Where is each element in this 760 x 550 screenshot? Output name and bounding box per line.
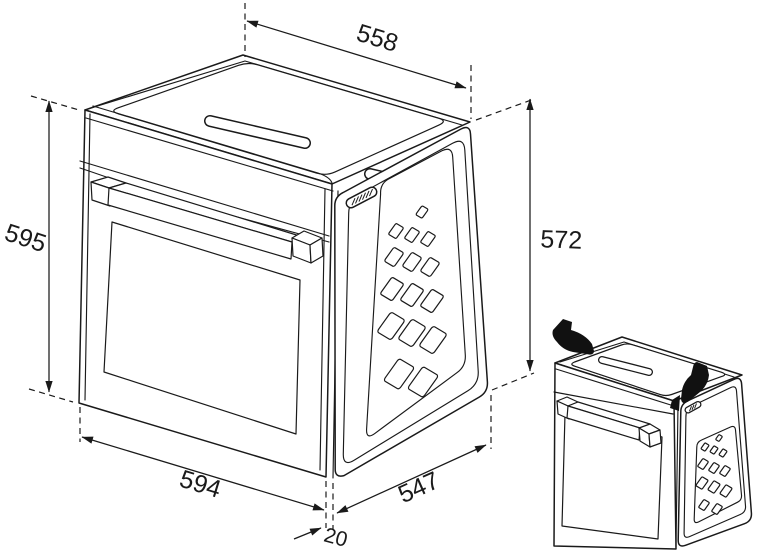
dim-depth-label: 547: [394, 466, 444, 509]
small-side-vent-grille-icon: [684, 401, 702, 414]
hand-grip-left-icon: [552, 319, 594, 355]
dim-front-width-label: 594: [176, 465, 224, 504]
control-panel-seam: [79, 160, 330, 237]
dim-front-height: 595: [1, 100, 53, 393]
main-oven-side-panel: [332, 126, 489, 479]
small-oven-drawing: [552, 319, 753, 550]
small-oven-side-panel: [675, 377, 753, 548]
perforation-field-outline: [366, 148, 466, 437]
dim-door-overhang-label: 20: [321, 524, 350, 550]
side-vent-grille-icon: [345, 186, 378, 209]
main-oven-drawing: [78, 54, 489, 479]
dim-front-height-label: 595: [1, 219, 49, 259]
small-oven-handle: [556, 396, 662, 448]
dim-door-overhang: 20: [293, 524, 350, 550]
dim-rear-height: 572: [526, 98, 583, 372]
hand-grip-right-thumb-icon: [670, 395, 680, 411]
main-oven-top-face: [84, 54, 471, 197]
dim-top-width-label: 558: [353, 19, 401, 58]
main-door-window: [103, 221, 301, 435]
small-top-vent-slot: [598, 356, 653, 376]
dim-rear-height-label: 572: [540, 225, 583, 254]
side-perforation-pattern: [377, 206, 447, 398]
small-side-perforation-pattern: [696, 434, 733, 514]
main-oven-handle: [90, 176, 324, 264]
hand-grip-right-icon: [681, 362, 709, 404]
top-vent-slot-1: [204, 115, 311, 149]
